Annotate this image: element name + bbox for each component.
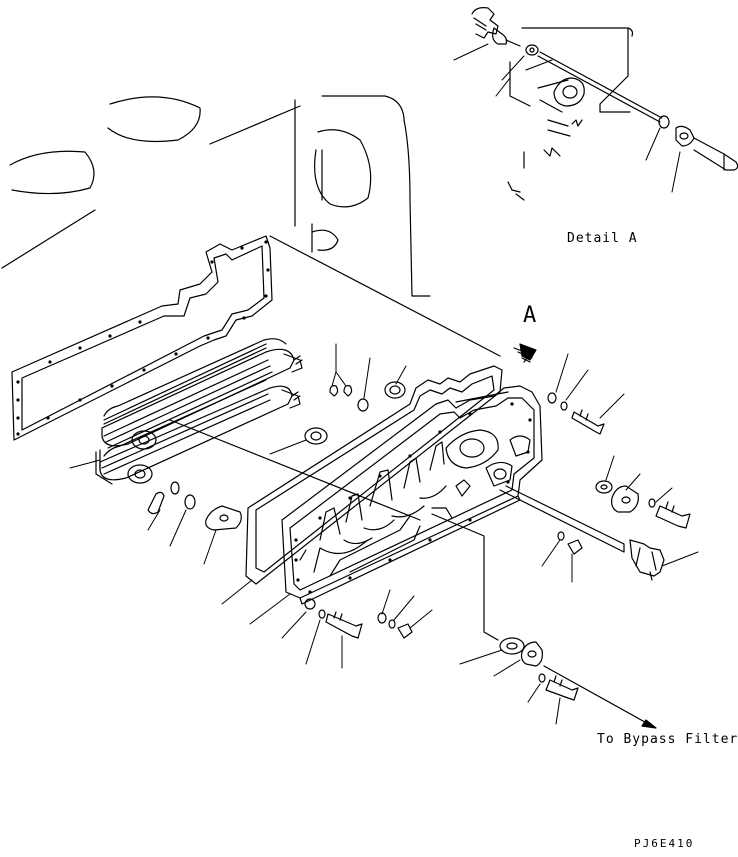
upper-right-bolts [548, 393, 604, 434]
left-gasket [12, 236, 272, 440]
view-arrow [514, 344, 536, 362]
detail-a [472, 8, 738, 200]
view-a-label: A [523, 303, 537, 328]
detail-a-label: Detail A [567, 231, 638, 246]
oil-cooler-cover [282, 386, 542, 604]
sensor-assembly [500, 486, 664, 580]
mid-right-fasteners [558, 532, 582, 554]
bypass-filter-label: To Bypass Filter [597, 732, 738, 747]
cooler-small-parts [148, 482, 241, 530]
cover-gasket [246, 366, 502, 584]
bypass-connection [432, 508, 656, 728]
perspective-lines [170, 236, 500, 520]
drawing-number-label: PJ6E410 [634, 837, 695, 850]
engine-block [2, 96, 430, 296]
leader-lines [70, 44, 698, 724]
seal-parts [305, 382, 405, 444]
flange-parts [596, 481, 690, 528]
oil-cooler-core [96, 339, 302, 484]
bottom-bolts [305, 599, 412, 638]
